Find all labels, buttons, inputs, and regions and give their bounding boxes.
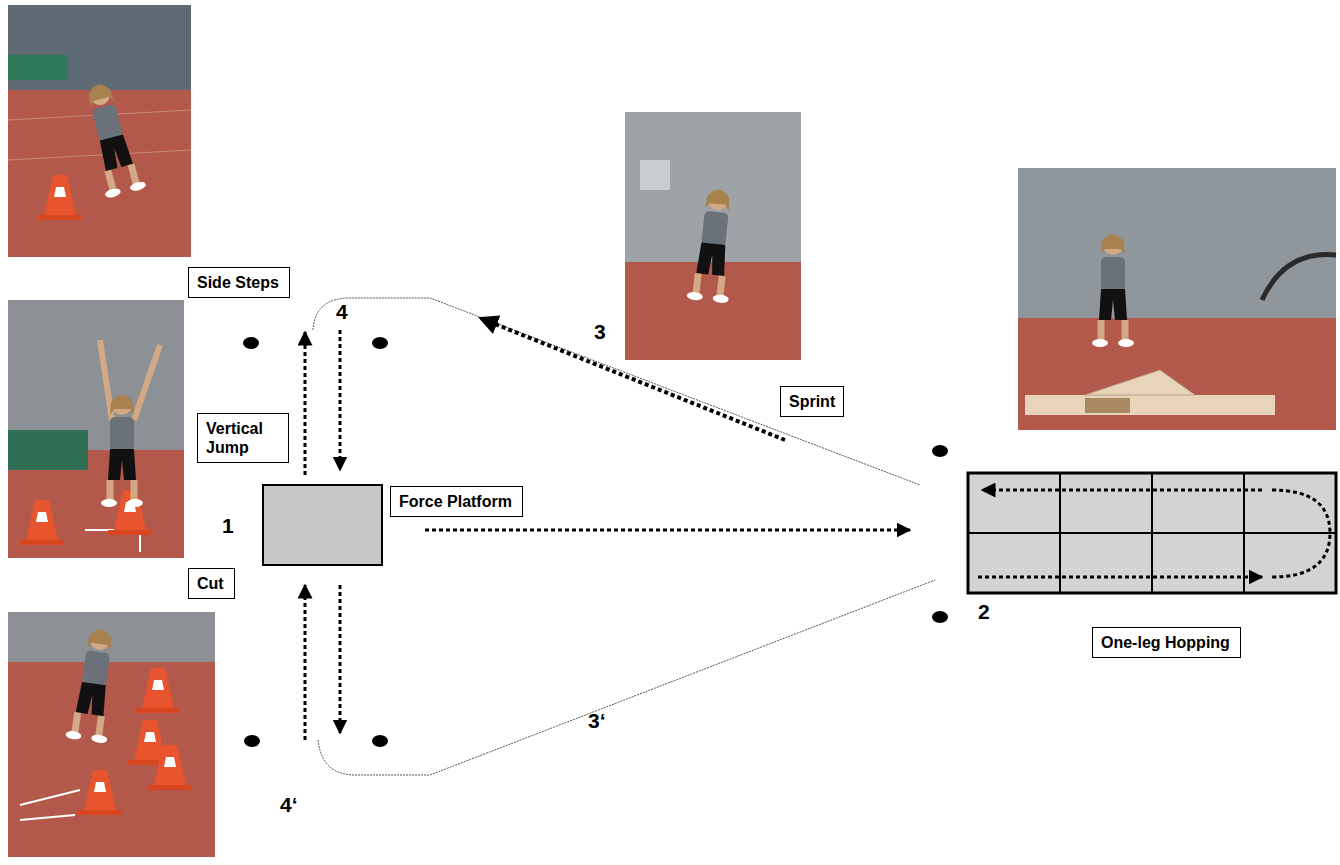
box-text: Sprint xyxy=(789,392,835,411)
photo-cut xyxy=(8,612,215,857)
callout-number: 2 xyxy=(978,600,990,624)
course-line xyxy=(313,298,935,775)
label-box: Cut xyxy=(188,568,235,599)
photo-side-steps xyxy=(8,5,191,257)
label-box: Vertical Jump xyxy=(197,413,289,463)
label-box: Force Platform xyxy=(390,486,523,517)
box-text: Cut xyxy=(197,574,226,593)
photo-sprint xyxy=(625,112,801,360)
label-box: Sprint xyxy=(780,386,844,417)
force-platform xyxy=(263,485,382,565)
box-text: One-leg Hopping xyxy=(1101,633,1232,652)
hopping-grid xyxy=(968,473,1336,593)
photo-vertical-jump xyxy=(8,300,184,558)
cone-marker xyxy=(243,337,948,747)
callout-number: 4‘ xyxy=(280,793,298,817)
box-text: Force Platform xyxy=(399,492,514,511)
callout-number: 1 xyxy=(222,514,234,538)
movement-arrow xyxy=(305,318,1330,740)
callout-number: 3 xyxy=(594,320,606,344)
callout-number: 4 xyxy=(336,300,348,324)
label-box: Side Steps xyxy=(188,267,290,298)
label-box: One-leg Hopping xyxy=(1092,627,1241,658)
callout-number: 3‘ xyxy=(588,709,606,733)
box-text: Vertical Jump xyxy=(206,419,280,457)
box-text: Side Steps xyxy=(197,273,281,292)
photo-hopping xyxy=(1018,168,1336,430)
